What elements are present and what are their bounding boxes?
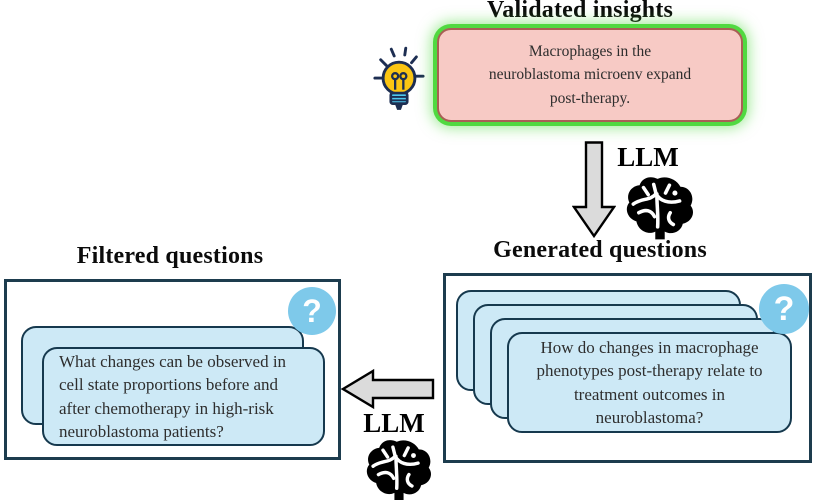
validated-insights-title: Validated insights bbox=[486, 0, 674, 23]
generated-questions-title: Generated questions bbox=[493, 237, 707, 263]
filtered-questions-box: What changes can be observed in cell sta… bbox=[4, 279, 341, 460]
llm-label-top: LLM bbox=[617, 142, 679, 172]
question-mark-badge: ? bbox=[288, 287, 336, 335]
filtered-question-card: What changes can be observed in cell sta… bbox=[42, 347, 325, 446]
filtered-question-text: What changes can be observed in cell sta… bbox=[59, 352, 287, 441]
brain-icon bbox=[366, 440, 431, 500]
brain-icon bbox=[626, 177, 694, 240]
down-arrow-icon bbox=[572, 141, 616, 238]
validated-insight-card: Macrophages in the neuroblastoma microen… bbox=[437, 28, 743, 122]
validated-insight-text: Macrophages in the neuroblastoma microen… bbox=[488, 43, 692, 107]
left-arrow-icon bbox=[341, 368, 435, 410]
llm-label-bottom: LLM bbox=[363, 408, 425, 438]
question-mark-badge: ? bbox=[759, 284, 809, 334]
filtered-questions-title: Filtered questions bbox=[76, 243, 264, 269]
generated-questions-box: How do changes in macrophage phenotypes … bbox=[443, 273, 812, 463]
lightbulb-icon bbox=[373, 46, 425, 110]
generated-question-text: How do changes in macrophage phenotypes … bbox=[536, 338, 763, 427]
generated-question-card: How do changes in macrophage phenotypes … bbox=[507, 332, 792, 433]
